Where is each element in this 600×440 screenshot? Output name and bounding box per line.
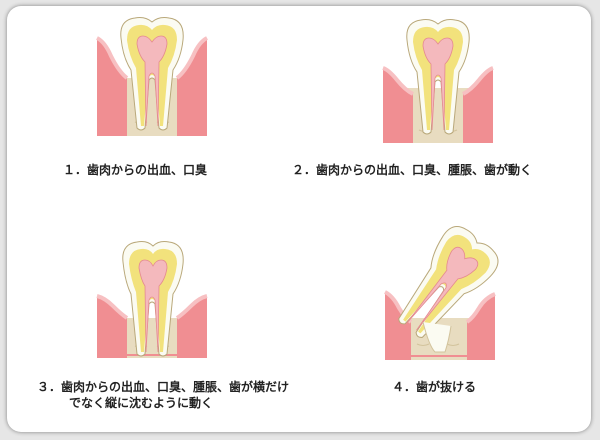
tooth-pulp xyxy=(422,37,454,131)
stage-3-tooth-illustration xyxy=(96,241,208,358)
figure-frame xyxy=(7,6,591,432)
stage-3-caption-line-1: ３．歯肉からの出血、口臭、腫脹、歯が横だけ xyxy=(37,380,290,394)
stage-3-caption-line-2: でなく縦に沈むように動く xyxy=(69,396,214,410)
stage-1-tooth-illustration xyxy=(96,17,208,136)
stage-1-caption: １．歯肉からの出血、口臭 xyxy=(63,163,208,177)
tooth-pulp xyxy=(136,35,168,127)
stage-2-tooth-illustration xyxy=(382,19,494,143)
tooth-pulp xyxy=(406,246,479,331)
stage-2-caption: ２．歯肉からの出血、口臭、腫脹、歯が動く xyxy=(292,163,533,177)
tooth-pulp xyxy=(138,259,168,353)
gum xyxy=(97,38,127,136)
gum xyxy=(385,292,411,360)
empty-socket xyxy=(422,321,452,353)
stage-4-caption: ４．歯が抜ける xyxy=(392,380,477,394)
gum xyxy=(383,68,413,143)
loose-tooth xyxy=(398,226,499,338)
gum xyxy=(97,296,127,358)
stage-4-tooth-illustration xyxy=(384,226,499,360)
